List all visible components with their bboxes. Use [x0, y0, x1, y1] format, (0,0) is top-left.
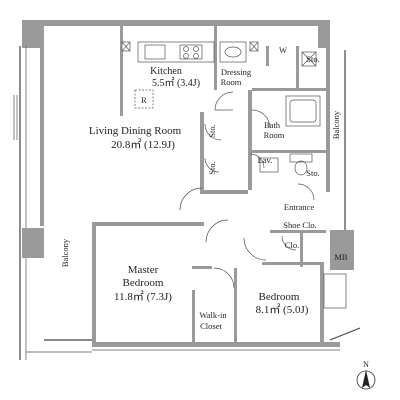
bedroom-name: Bedroom: [259, 291, 300, 303]
fridge-label: R: [141, 95, 147, 105]
kitchen-area: 5.5㎡ (3.4J): [152, 77, 200, 89]
room-labels: Kitchen 5.5㎡ (3.4J) Dressing Room W Sto.…: [60, 45, 348, 331]
sto-top-label: Sto.: [306, 54, 319, 64]
kitchen-name: Kitchen: [150, 66, 182, 77]
lav-label: Lav.: [258, 155, 273, 165]
master-bedroom-label-2: Bedroom: [123, 277, 164, 289]
sto-mid-left-label: Sto.: [207, 124, 217, 137]
sto-right-label: Sto.: [306, 168, 319, 178]
fixtures: [121, 41, 321, 176]
master-bedroom-label-1: Master: [128, 264, 159, 276]
north-compass-icon: N: [356, 360, 376, 390]
master-bedroom-area: 11.8㎡ (7.3J): [114, 290, 172, 303]
bath-label-1: Bath: [264, 120, 281, 130]
dressing-label-2: Room: [221, 77, 242, 87]
doors: [179, 91, 315, 289]
balcony-left-label: Balcony: [60, 238, 70, 267]
entrance-label: Entrance: [284, 202, 314, 212]
compass-label: N: [363, 360, 369, 369]
walk-in-closet-label-1: Walk-in: [199, 310, 227, 320]
closet-label: Clo.: [285, 240, 299, 250]
balcony-right-label: Balcony: [331, 110, 341, 139]
walls: [13, 20, 361, 360]
bedroom-area: 8.1㎡ (5.0J): [256, 303, 309, 316]
shoe-closet-label: Shoe Clo.: [283, 220, 317, 230]
bath-label-2: Room: [264, 130, 285, 140]
mb-label: MB: [334, 252, 348, 262]
living-area: 20.8㎡ (12.9J): [111, 138, 175, 151]
living-name: Living Dining Room: [89, 125, 182, 137]
sto-low-left-label: Sto.: [207, 161, 217, 174]
w-label: W: [279, 45, 287, 55]
walk-in-closet-label-2: Closet: [200, 321, 222, 331]
dressing-label-1: Dressing: [221, 67, 252, 77]
